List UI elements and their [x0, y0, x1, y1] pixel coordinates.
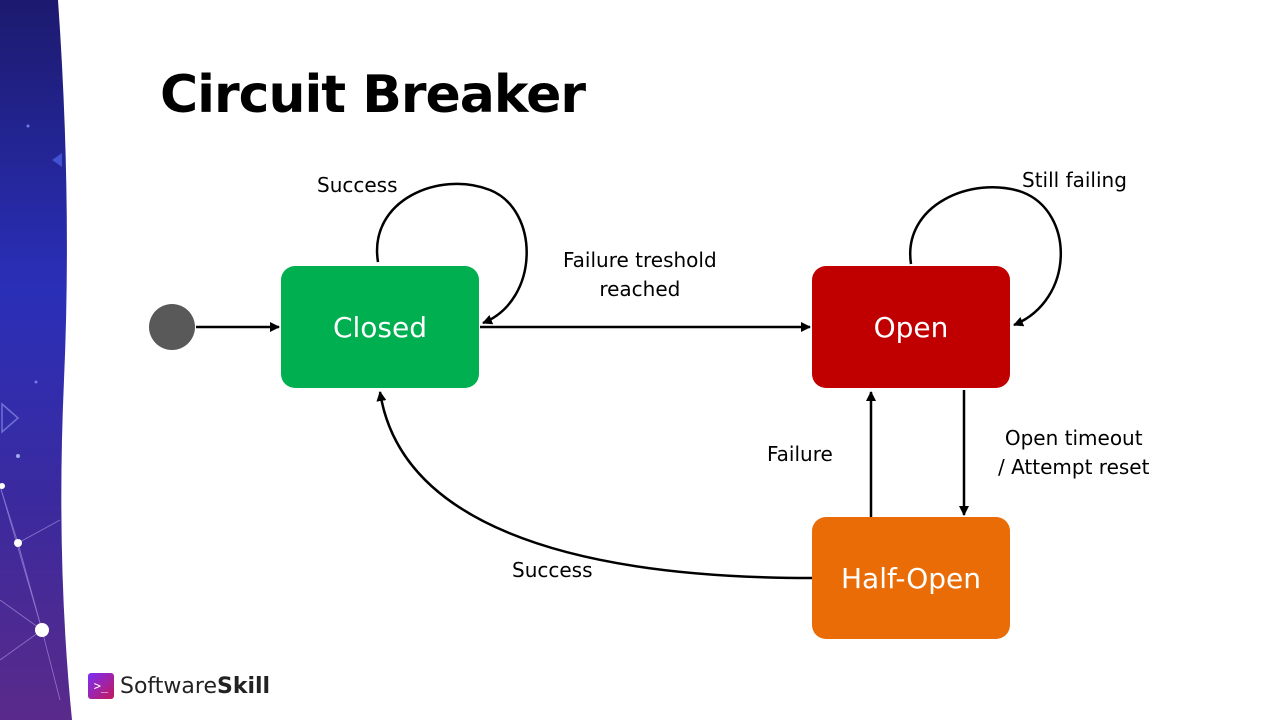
state-open: Open	[812, 266, 1010, 388]
softwareskill-logo: >_ SoftwareSkill	[88, 672, 270, 700]
half-open-to-closed-arrow	[376, 391, 813, 580]
label-still-failing: Still failing	[1022, 168, 1127, 192]
state-half-open-label: Half-Open	[841, 561, 981, 595]
logo-wordmark: SoftwareSkill	[120, 673, 271, 699]
label-open-timeout: Open timeout / Attempt reset	[998, 426, 1150, 479]
decorative-side-band	[0, 0, 72, 720]
label-closed-self-success: Success	[317, 173, 398, 197]
state-open-label: Open	[873, 310, 949, 344]
label-half-open-success: Success	[512, 558, 593, 582]
label-half-open-failure: Failure	[767, 442, 833, 466]
label-failure-threshold: Failure treshold reached	[563, 248, 717, 301]
state-half-open: Half-Open	[812, 517, 1010, 639]
slide-title: Circuit Breaker	[160, 65, 586, 125]
state-closed-label: Closed	[332, 310, 428, 344]
state-closed: Closed	[281, 266, 479, 388]
closed-self-loop-arrow	[375, 182, 528, 325]
open-self-loop-arrow	[908, 186, 1063, 327]
terminal-prompt-icon: >_	[88, 673, 114, 699]
initial-state-dot	[149, 304, 195, 350]
